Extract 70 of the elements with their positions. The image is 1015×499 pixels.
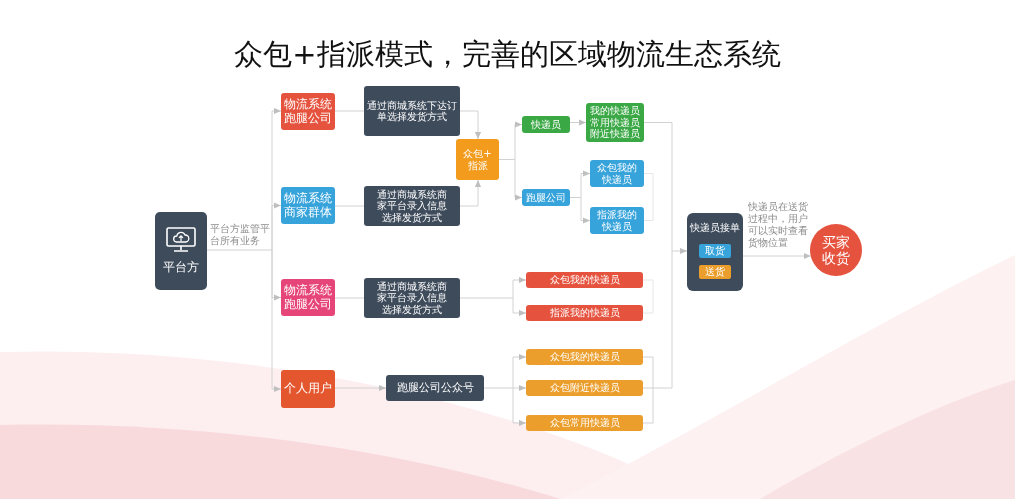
process-box	[364, 86, 460, 136]
node-label: 附近快递员	[590, 128, 640, 140]
process-box	[456, 139, 499, 180]
connector-line	[642, 356, 654, 389]
node-label: 买家收货	[821, 233, 851, 267]
arrow	[512, 387, 527, 427]
node-label: 通过商城系统商家平台录入信息选择发货方式	[376, 280, 448, 316]
node-label: 众包我的快递员	[549, 351, 620, 363]
process-box	[526, 415, 643, 431]
node-label: 物流系统商家群体	[283, 191, 333, 220]
process-box	[586, 103, 644, 142]
node-label: 常用快递员	[590, 116, 640, 128]
process-box	[522, 189, 570, 206]
arrow	[459, 179, 482, 207]
process-box	[526, 349, 643, 365]
arrow	[580, 197, 591, 224]
connector-line	[643, 122, 673, 252]
connector-line	[498, 159, 516, 160]
arrow	[512, 276, 527, 299]
arrow	[742, 252, 812, 260]
node-label: 送货	[705, 266, 725, 278]
process-box	[386, 375, 484, 401]
node-label: 众包+指派	[462, 148, 493, 171]
connector-line	[642, 387, 654, 424]
arrow	[671, 247, 688, 255]
node-label: 众包我的快递员	[549, 274, 620, 286]
node-label: 众包附近快递员	[549, 382, 620, 394]
connector-line	[652, 250, 673, 389]
arrow	[459, 110, 482, 140]
node-label: 众包常用快递员	[549, 417, 620, 429]
node-label: 取货	[705, 245, 725, 257]
process-box	[590, 160, 644, 187]
process-box	[526, 380, 643, 396]
end-circle	[810, 224, 862, 276]
status-tag	[699, 244, 731, 258]
node-label: 跑腿公司公众号	[396, 381, 474, 395]
arrow	[514, 121, 523, 160]
node-label: 通过商城系统下达订单选择发货方式	[366, 99, 458, 123]
arrow	[512, 353, 527, 389]
node-label: 平台方	[163, 261, 199, 275]
node-label: 通过商城系统商家平台录入信息选择发货方式	[376, 188, 448, 224]
edge-label: 平台方监管平台所有业务	[210, 223, 271, 247]
node-label: 指派我的快递员	[596, 209, 638, 232]
node-label: 快递员	[531, 118, 561, 131]
node-label: 物流系统跑腿公司	[283, 283, 333, 312]
process-box	[364, 186, 460, 226]
arrow	[569, 119, 587, 126]
process-box	[526, 272, 643, 288]
process-box	[364, 278, 460, 318]
arrow	[512, 297, 527, 317]
node-label: 指派我的快递员	[549, 307, 620, 319]
node-label: 我的快递员	[590, 105, 640, 117]
node-label: 跑腿公司	[526, 191, 566, 204]
process-box	[281, 370, 335, 408]
process-box	[526, 305, 643, 321]
node-label: 快递员接单	[690, 222, 740, 234]
arrow	[512, 384, 527, 392]
process-box	[687, 213, 743, 291]
edge-label: 快递员在送货过程中，用户可以实时查看货物位置	[748, 201, 809, 249]
arrow	[271, 249, 282, 393]
node-label: 物流系统跑腿公司	[283, 97, 333, 126]
process-box	[522, 116, 570, 133]
node-label: 个人用户	[284, 382, 332, 396]
process-box	[590, 207, 644, 234]
process-box	[155, 212, 207, 290]
node-label: 众包我的快递员	[596, 162, 638, 185]
arrow	[514, 159, 523, 201]
title: 众包+指派模式，完善的区域物流生态系统	[234, 36, 781, 72]
status-tag	[699, 265, 731, 279]
arrow	[334, 384, 387, 392]
